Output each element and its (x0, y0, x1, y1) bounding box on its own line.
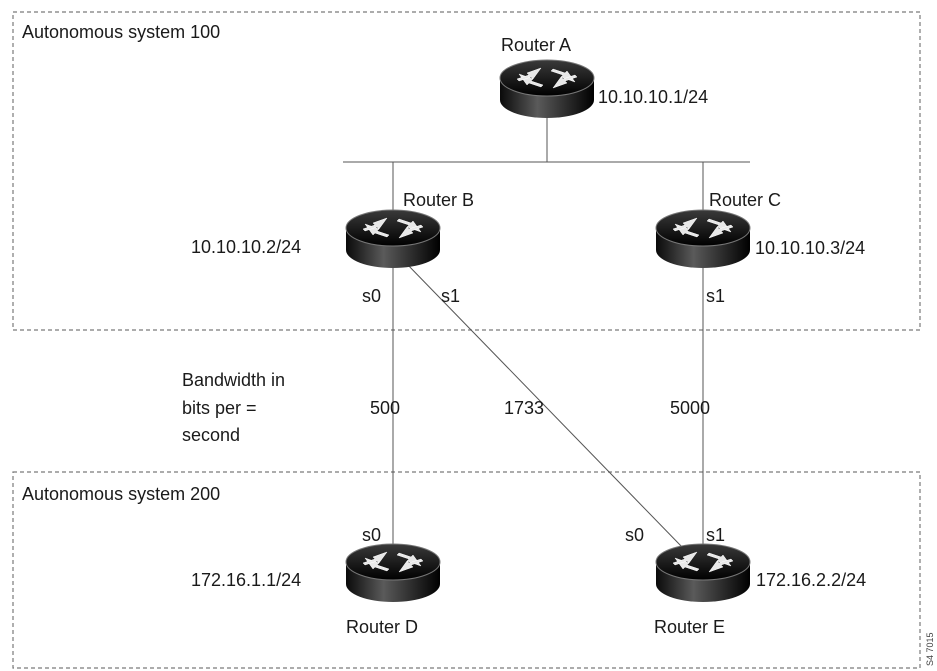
router-b-s0-label: s0 (362, 286, 381, 306)
router-a-address: 10.10.10.1/24 (598, 87, 708, 107)
router-b-icon (345, 209, 441, 269)
router-b-name: Router B (403, 190, 474, 210)
as-100-label: Autonomous system 100 (22, 22, 220, 42)
router-e-icon (655, 543, 751, 603)
router-a-name: Router A (501, 35, 571, 55)
router-c-s1-label: s1 (706, 286, 725, 306)
link-b-d-bandwidth: 500 (370, 398, 400, 418)
router-e-s1-label: s1 (706, 525, 725, 545)
router-b-address: 10.10.10.2/24 (191, 237, 301, 257)
router-b-s1-label: s1 (441, 286, 460, 306)
router-d-name: Router D (346, 617, 418, 637)
link-b-e (404, 261, 684, 549)
router-d-s0-label: s0 (362, 525, 381, 545)
as-100-box (12, 11, 921, 331)
router-e-s0-label: s0 (625, 525, 644, 545)
router-d-address: 172.16.1.1/24 (191, 570, 301, 590)
bandwidth-note-line-2: bits per = (182, 398, 257, 418)
router-c-name: Router C (709, 190, 781, 210)
figure-id: S4 7015 (925, 632, 935, 666)
as-200-box (12, 471, 921, 669)
as-200-label: Autonomous system 200 (22, 484, 220, 504)
router-c-address: 10.10.10.3/24 (755, 238, 865, 258)
router-a-icon (499, 59, 595, 119)
router-e-name: Router E (654, 617, 725, 637)
router-c-icon (655, 209, 751, 269)
link-c-e-bandwidth: 5000 (670, 398, 710, 418)
bandwidth-note-line-3: second (182, 425, 240, 445)
router-e-address: 172.16.2.2/24 (756, 570, 866, 590)
router-d-icon (345, 543, 441, 603)
bandwidth-note-line-1: Bandwidth in (182, 370, 285, 390)
link-b-e-bandwidth: 1733 (504, 398, 544, 418)
